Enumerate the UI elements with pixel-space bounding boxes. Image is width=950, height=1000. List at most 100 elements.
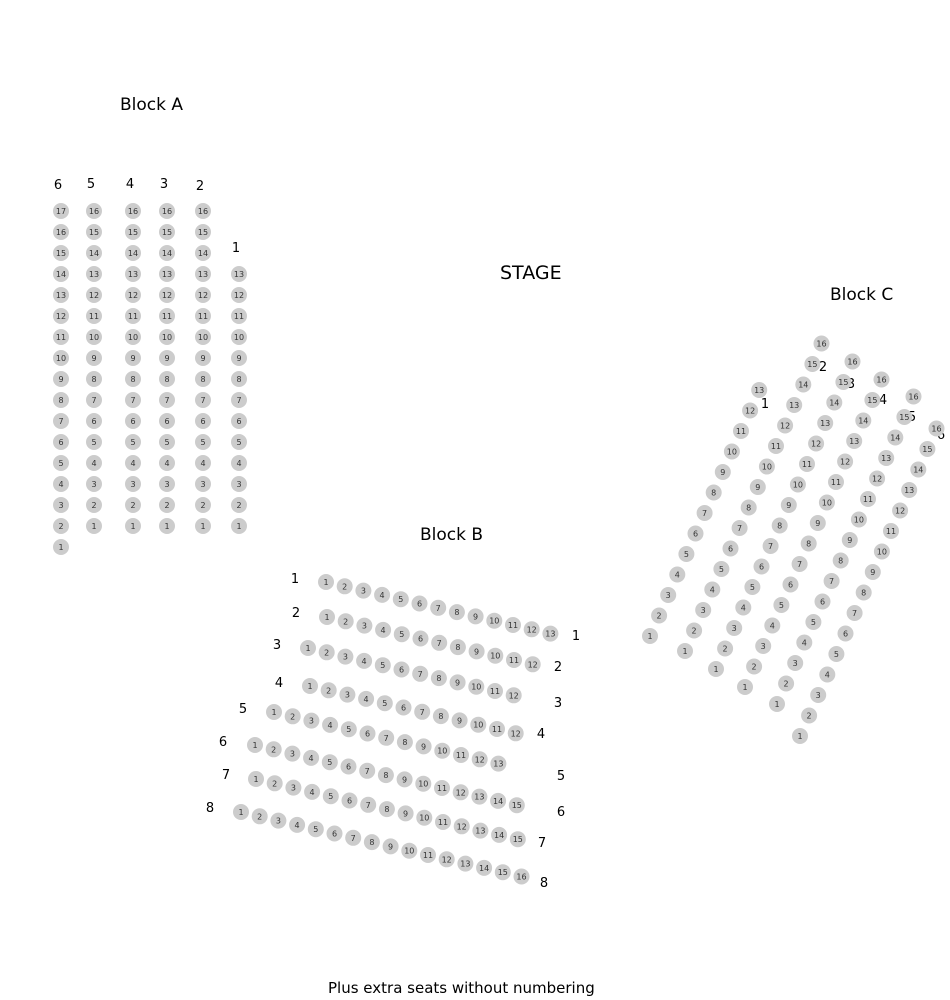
seat-C-2-1[interactable]: 1 xyxy=(677,643,693,659)
seat-C-6-4[interactable]: 4 xyxy=(819,666,836,683)
seat-B-5-10[interactable]: 10 xyxy=(434,742,451,759)
seat-B-5-13[interactable]: 13 xyxy=(490,755,507,772)
seat-C-5-1[interactable]: 1 xyxy=(769,696,785,712)
seat-B-2-1[interactable]: 1 xyxy=(319,609,335,625)
seat-B-2-10[interactable]: 10 xyxy=(487,647,504,664)
seat-A-6-7[interactable]: 7 xyxy=(53,413,69,429)
seat-A-1-4[interactable]: 4 xyxy=(231,455,247,471)
seat-C-3-7[interactable]: 7 xyxy=(762,538,779,554)
seat-C-2-7[interactable]: 7 xyxy=(731,520,748,536)
seat-A-3-16[interactable]: 16 xyxy=(159,203,175,219)
seat-A-5-10[interactable]: 10 xyxy=(86,329,102,345)
seat-C-1-8[interactable]: 8 xyxy=(705,484,722,501)
seat-A-2-8[interactable]: 8 xyxy=(195,371,211,387)
seat-C-5-6[interactable]: 6 xyxy=(814,593,831,610)
seat-B-8-5[interactable]: 5 xyxy=(307,821,324,838)
seat-B-3-9[interactable]: 9 xyxy=(449,674,466,691)
seat-C-6-16[interactable]: 16 xyxy=(928,420,945,437)
seat-B-1-1[interactable]: 1 xyxy=(318,574,334,590)
seat-C-5-13[interactable]: 13 xyxy=(878,450,895,466)
seat-B-3-12[interactable]: 12 xyxy=(505,687,522,704)
seat-A-5-8[interactable]: 8 xyxy=(86,371,102,387)
seat-B-2-8[interactable]: 8 xyxy=(449,639,466,656)
seat-C-5-10[interactable]: 10 xyxy=(850,511,867,528)
seat-A-5-2[interactable]: 2 xyxy=(86,497,102,513)
seat-C-1-5[interactable]: 5 xyxy=(678,546,695,562)
seat-C-5-16[interactable]: 16 xyxy=(905,388,922,405)
seat-C-6-10[interactable]: 10 xyxy=(873,543,890,560)
seat-B-8-4[interactable]: 4 xyxy=(289,816,306,833)
seat-B-8-8[interactable]: 8 xyxy=(363,834,380,851)
seat-A-4-8[interactable]: 8 xyxy=(125,371,141,387)
seat-B-3-5[interactable]: 5 xyxy=(374,657,391,674)
seat-C-3-4[interactable]: 4 xyxy=(735,599,752,616)
seat-B-6-10[interactable]: 10 xyxy=(415,775,432,792)
seat-C-6-6[interactable]: 6 xyxy=(837,625,854,642)
seat-C-4-4[interactable]: 4 xyxy=(764,617,781,634)
seat-B-1-9[interactable]: 9 xyxy=(467,608,484,625)
seat-B-8-15[interactable]: 15 xyxy=(494,864,511,881)
seat-A-5-9[interactable]: 9 xyxy=(86,350,102,366)
seat-C-5-3[interactable]: 3 xyxy=(787,655,804,671)
seat-B-3-8[interactable]: 8 xyxy=(430,670,447,687)
seat-A-4-11[interactable]: 11 xyxy=(125,308,141,324)
seat-B-4-4[interactable]: 4 xyxy=(358,690,375,707)
seat-A-5-14[interactable]: 14 xyxy=(86,245,102,261)
seat-A-4-1[interactable]: 1 xyxy=(125,518,141,534)
seat-C-6-12[interactable]: 12 xyxy=(892,502,909,519)
seat-A-3-14[interactable]: 14 xyxy=(159,245,175,261)
seat-A-5-4[interactable]: 4 xyxy=(86,455,102,471)
seat-C-3-13[interactable]: 13 xyxy=(817,415,834,431)
seat-B-4-9[interactable]: 9 xyxy=(451,712,468,729)
seat-B-1-5[interactable]: 5 xyxy=(392,591,409,608)
seat-A-5-16[interactable]: 16 xyxy=(86,203,102,219)
seat-A-4-15[interactable]: 15 xyxy=(125,224,141,240)
seat-A-3-9[interactable]: 9 xyxy=(159,350,175,366)
seat-B-2-4[interactable]: 4 xyxy=(375,621,392,638)
seat-B-8-2[interactable]: 2 xyxy=(251,808,268,825)
seat-C-3-10[interactable]: 10 xyxy=(789,476,806,493)
seat-A-6-8[interactable]: 8 xyxy=(53,392,69,408)
seat-A-4-2[interactable]: 2 xyxy=(125,497,141,513)
seat-C-6-11[interactable]: 11 xyxy=(883,523,899,539)
seat-C-6-1[interactable]: 1 xyxy=(792,728,808,744)
seat-B-8-6[interactable]: 6 xyxy=(326,825,343,842)
seat-A-3-1[interactable]: 1 xyxy=(159,518,175,534)
seat-C-3-12[interactable]: 12 xyxy=(808,435,825,452)
seat-B-7-5[interactable]: 5 xyxy=(322,788,339,805)
seat-A-3-5[interactable]: 5 xyxy=(159,434,175,450)
seat-A-2-9[interactable]: 9 xyxy=(195,350,211,366)
seat-C-6-14[interactable]: 14 xyxy=(910,461,927,478)
seat-C-3-9[interactable]: 9 xyxy=(780,497,797,513)
seat-C-5-9[interactable]: 9 xyxy=(841,532,858,548)
seat-B-8-10[interactable]: 10 xyxy=(401,842,418,859)
seat-C-3-16[interactable]: 16 xyxy=(844,353,861,370)
seat-A-6-6[interactable]: 6 xyxy=(53,434,69,450)
seat-A-1-12[interactable]: 12 xyxy=(231,287,247,303)
seat-A-3-2[interactable]: 2 xyxy=(159,497,175,513)
seat-C-5-8[interactable]: 8 xyxy=(832,552,849,569)
seat-A-2-12[interactable]: 12 xyxy=(195,287,211,303)
seat-B-6-6[interactable]: 6 xyxy=(340,758,357,775)
seat-B-5-3[interactable]: 3 xyxy=(303,712,320,729)
seat-A-1-6[interactable]: 6 xyxy=(231,413,247,429)
seat-B-8-16[interactable]: 16 xyxy=(513,868,530,885)
seat-C-1-7[interactable]: 7 xyxy=(696,505,713,521)
seat-A-3-4[interactable]: 4 xyxy=(159,455,175,471)
seat-B-6-11[interactable]: 11 xyxy=(434,780,450,796)
seat-B-4-5[interactable]: 5 xyxy=(376,695,393,712)
seat-C-2-16[interactable]: 16 xyxy=(813,335,830,352)
seat-B-7-1[interactable]: 1 xyxy=(248,771,264,787)
seat-A-5-15[interactable]: 15 xyxy=(86,224,102,240)
seat-B-3-6[interactable]: 6 xyxy=(393,661,410,678)
seat-C-4-16[interactable]: 16 xyxy=(873,371,890,388)
seat-C-2-4[interactable]: 4 xyxy=(704,581,721,598)
seat-B-6-5[interactable]: 5 xyxy=(321,754,338,771)
seat-A-2-6[interactable]: 6 xyxy=(195,413,211,429)
seat-B-2-7[interactable]: 7 xyxy=(431,634,448,651)
seat-C-3-14[interactable]: 14 xyxy=(826,394,843,411)
seat-A-2-1[interactable]: 1 xyxy=(195,518,211,534)
seat-C-1-11[interactable]: 11 xyxy=(733,423,749,439)
seat-C-4-6[interactable]: 6 xyxy=(782,576,799,593)
seat-A-3-7[interactable]: 7 xyxy=(159,392,175,408)
